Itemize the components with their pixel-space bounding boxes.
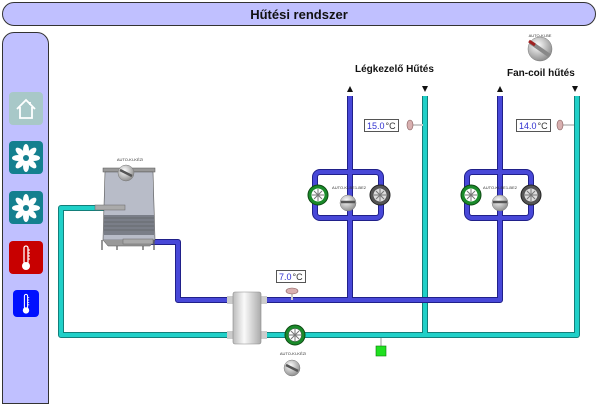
page-title: Hűtési rendszer <box>2 2 596 26</box>
sidebar-item-fan-2[interactable] <box>9 191 43 224</box>
thermometer-icon <box>22 244 30 270</box>
sidebar-item-cooling[interactable] <box>13 290 39 317</box>
temp-supply: 7.0°C <box>276 270 306 283</box>
switch-air-handler[interactable] <box>339 194 357 212</box>
switch-fancoil-pumps[interactable] <box>491 194 509 212</box>
switch-air-handler-label: AUTO-KI-BE1-BE2 <box>332 185 366 190</box>
pump-fancoil-1[interactable] <box>460 184 482 206</box>
status-indicator <box>375 338 387 357</box>
sidebar-item-fan-1[interactable] <box>9 141 43 174</box>
heat-exchanger <box>227 291 267 345</box>
sidebar-item-heating[interactable] <box>9 241 43 274</box>
pump-main[interactable] <box>284 324 306 346</box>
thermometer-icon <box>22 293 30 314</box>
fan-icon <box>12 193 40 222</box>
sidebar <box>2 32 49 404</box>
switch-main-pump-label: AUTO-KI-KÉZI <box>279 351 307 356</box>
switch-fancoil-pumps-label: AUTO-KI-BE1-BE2 <box>483 185 517 190</box>
pump-fancoil-2[interactable] <box>520 184 542 206</box>
switch-fancoil-mode-label: AUTO-KI-BE <box>528 33 552 38</box>
section-fancoil: Fan-coil hűtés <box>507 68 575 79</box>
switch-tower-label: AUTO-KI-KÉZI <box>116 157 144 162</box>
flow-arrows <box>347 86 578 92</box>
temp-air-handler-return: 15.0°C <box>364 119 399 132</box>
section-air-handler: Légkezelő Hűtés <box>355 64 434 75</box>
home-icon <box>16 98 36 119</box>
switch-fancoil-mode[interactable] <box>527 36 553 62</box>
sidebar-item-home[interactable] <box>9 92 43 125</box>
switch-main-pump[interactable] <box>283 359 301 377</box>
pump-air-handler-1[interactable] <box>307 184 329 206</box>
temp-fancoil-return: 14.0°C <box>516 119 551 132</box>
switch-tower[interactable] <box>117 164 135 182</box>
fan-icon <box>12 143 40 172</box>
temperature-sensor <box>285 119 574 300</box>
pump-air-handler-2[interactable] <box>369 184 391 206</box>
